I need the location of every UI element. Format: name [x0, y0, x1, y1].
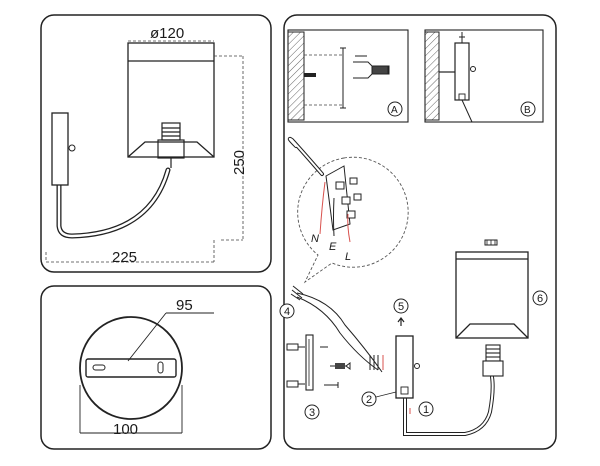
step-1-badge [418, 401, 434, 417]
step-1-2-5-assembly: 5 2 1 [361, 298, 495, 436]
step-a-label: A [391, 105, 398, 116]
step-6-badge [532, 290, 548, 306]
step-b-label: B [524, 105, 531, 116]
shade-diameter-label: ø120 [150, 25, 184, 42]
fixing-knob [68, 144, 76, 152]
wire-label-e: E [329, 241, 337, 253]
step-6-label: 6 [537, 293, 543, 305]
step-b-badge [520, 101, 536, 117]
panel-mounting-plate: 95 100 [40, 285, 272, 450]
step-1-label: 1 [423, 404, 429, 416]
wiring-detail: N E L [287, 136, 409, 284]
step-4-label: 4 [284, 306, 290, 318]
lamp-shade [127, 42, 215, 158]
height-label: 250 [231, 150, 248, 175]
panel-installation-steps: A B [279, 14, 557, 450]
step-3-bracket: 3 [286, 334, 351, 420]
wall-bracket [51, 112, 69, 186]
step-3-badge [304, 404, 320, 420]
step-3-label: 3 [309, 407, 315, 419]
step-4-badge [279, 303, 295, 319]
wire-label-n: N [311, 233, 319, 245]
step-b-bracket: B [424, 29, 544, 123]
step-6-shade: 6 [455, 239, 548, 377]
plate-diameter-label: 100 [113, 421, 138, 438]
plate-circle [79, 316, 183, 420]
step-2-label: 2 [366, 394, 372, 406]
step-2-badge [361, 391, 377, 407]
step-a-drilling: A [287, 29, 409, 123]
loose-socket [482, 344, 504, 377]
step-5-label: 5 [398, 301, 404, 313]
lamp-socket [157, 122, 185, 168]
panel-side-view: ø120 250 225 [40, 14, 272, 273]
wire-label-l: L [345, 251, 351, 263]
step-5-badge [393, 298, 409, 314]
mounted-bracket [395, 335, 414, 399]
projection-label: 225 [112, 249, 137, 266]
mounting-bar [85, 358, 177, 378]
step-a-badge [387, 101, 403, 117]
plate-width-label: 95 [176, 297, 193, 314]
step-4-wires: 4 [279, 285, 384, 373]
terminal-block [325, 165, 362, 231]
